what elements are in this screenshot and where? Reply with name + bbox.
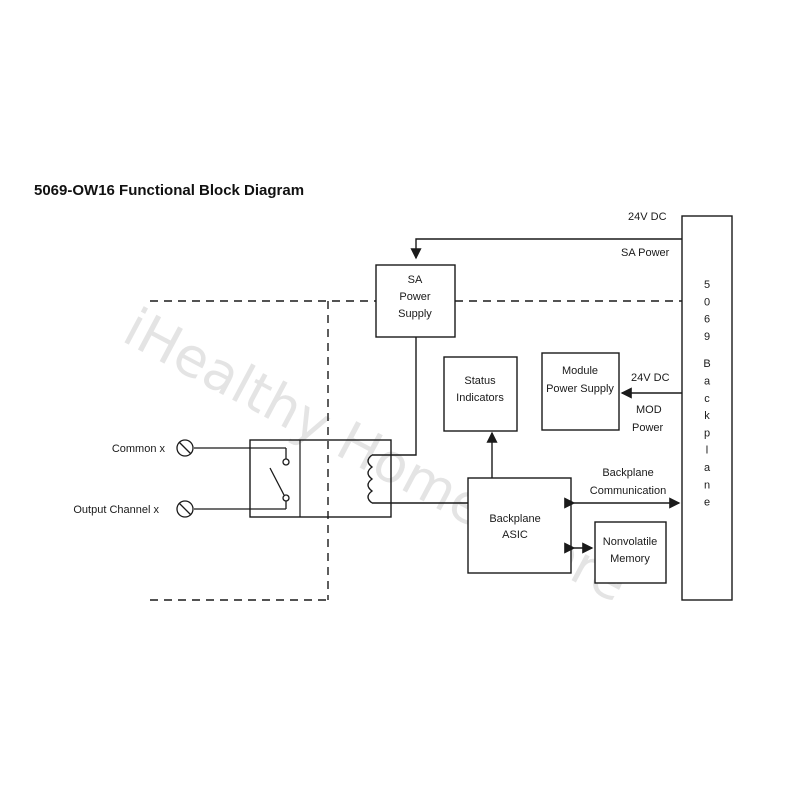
backplane-comm-line-1: Backplane [602, 467, 653, 479]
terminal-output-icon [176, 500, 194, 518]
status-line-1: Status [464, 375, 496, 387]
nonvolatile-memory-block [594, 521, 667, 584]
sa-supply-line-2: Power [399, 291, 431, 303]
relay-coil [367, 454, 468, 504]
module-supply-line-2: Power Supply [546, 383, 614, 395]
asic-line-1: Backplane [489, 513, 540, 525]
sa-supply-line-1: SA [408, 274, 423, 286]
mod-power-line-1: MOD [636, 404, 662, 416]
backplane-letter: l [706, 445, 708, 457]
mod-24v-label: 24V DC [631, 372, 670, 384]
sa-to-coil-line [391, 337, 417, 456]
relay-box [249, 439, 392, 518]
backplane-letter: a [704, 462, 711, 474]
backplane-asic-block [467, 477, 572, 574]
sa-supply-line-3: Supply [398, 308, 432, 320]
isolation-boundary [150, 300, 682, 601]
nv-line-1: Nonvolatile [603, 536, 657, 548]
module-power-supply-block [541, 352, 620, 431]
backplane-letter: k [704, 410, 710, 422]
page-title: 5069-OW16 Functional Block Diagram [34, 182, 305, 199]
backplane-letter: B [703, 358, 710, 370]
mod-power-line-2: Power [632, 422, 664, 434]
common-label: Common x [112, 443, 166, 455]
backplane-letter: a [704, 376, 711, 388]
terminal-common-icon [176, 439, 194, 457]
backplane-letter: c [704, 393, 710, 405]
output-label: Output Channel x [73, 504, 159, 516]
sa-power-line [410, 238, 682, 260]
nv-line-2: Memory [610, 553, 650, 565]
backplane-letter: p [704, 427, 710, 439]
status-line-2: Indicators [456, 392, 504, 404]
backplane-letter: 0 [704, 296, 710, 308]
relay-contacts [194, 447, 290, 510]
backplane-letter: e [704, 497, 710, 509]
status-indicators-block [443, 356, 518, 432]
backplane-letter: 6 [704, 314, 710, 326]
backplane-letter: 5 [704, 279, 710, 291]
asic-line-2: ASIC [502, 529, 528, 541]
sa-power-label: SA Power [621, 247, 670, 259]
backplane-comm-line-2: Communication [590, 485, 666, 497]
backplane-letter: n [704, 479, 710, 491]
module-supply-line-1: Module [562, 365, 598, 377]
top-24v-label: 24V DC [628, 211, 667, 223]
backplane-box [681, 215, 733, 601]
backplane-letter: 9 [704, 331, 710, 343]
